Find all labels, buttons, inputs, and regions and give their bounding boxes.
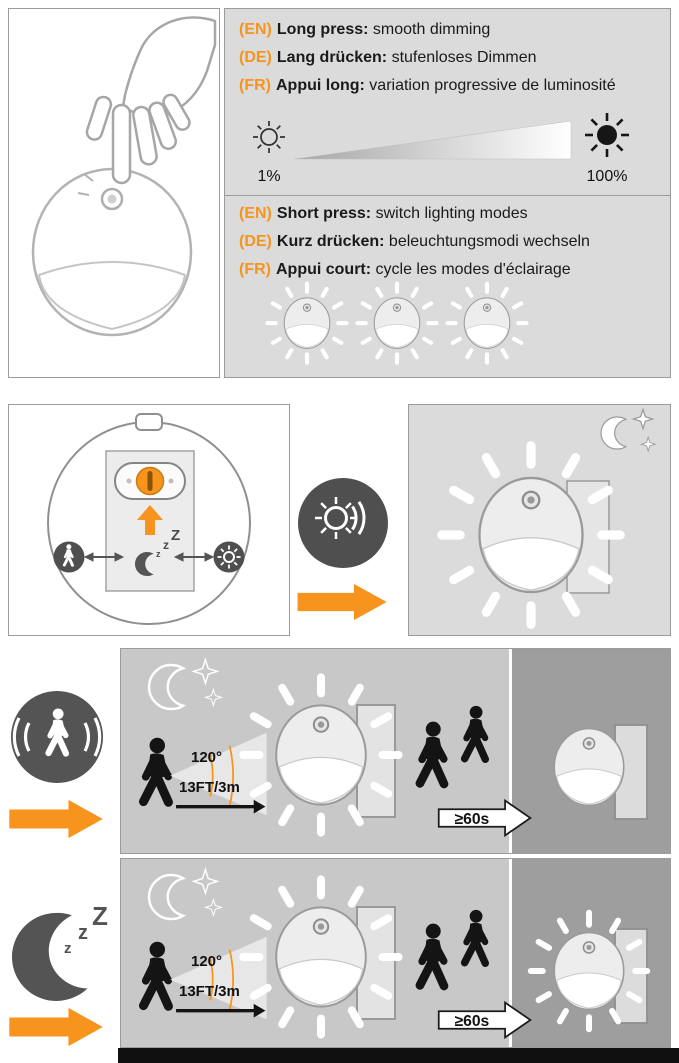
dimming-scale: 1% 100% [253,113,629,185]
short-press-line-de: (DE)Kurz drücken: beleuchtungsmodi wechs… [239,233,590,250]
motion-mode-mini-icon [53,541,85,573]
lighting-mode-2-icon [355,281,439,365]
sleep-zzz-icon: z z Z [6,903,108,1005]
up-arrow-icon [137,505,163,535]
orange-arrow-icon [297,583,387,621]
duration-arrow: ≥60s [437,798,532,838]
star-icon [640,436,656,452]
hand-press-icon [31,16,217,337]
short-press-line-fr: (FR)Appui court: cycle les modes d'éclai… [239,261,571,278]
motion-sensor-icon [11,691,103,783]
light-sensor-mini-icon [213,541,245,573]
lighting-mode-1-icon [265,281,349,365]
moon-icon [600,416,627,450]
night-light-icon [478,476,584,594]
svg-text:z: z [64,940,72,957]
star-icon [632,408,654,430]
walking-person-icon [459,705,491,765]
lang-tag: (DE) [239,233,272,250]
svg-text:Z: Z [92,903,108,931]
duration-label: ≥60s [455,1013,490,1030]
long-press-line-en: (EN)Long press: smooth dimming [239,21,491,38]
dim-sun-icon [253,121,285,153]
night-light-icon [553,931,625,1011]
mode-dial-panel: z z Z [8,404,290,636]
moon-stars-icon [147,868,222,921]
lamp-on-scene [239,875,403,1039]
duration-label: ≥60s [455,811,490,828]
svg-text:z: z [78,922,88,944]
night-glow-panel [408,404,671,636]
sleep-mode-scene: 120° 13FT/3m ≥60s [120,858,671,1048]
night-light-icon [553,727,625,807]
mode-dial-diagram: z z Z [47,413,251,625]
short-press-line-en: (EN)Short press: switch lighting modes [239,205,528,222]
orange-arrow-icon [9,799,103,839]
detection-range-label: 13FT/3m [179,779,240,796]
bright-sun-icon [585,113,629,157]
svg-text:Z: Z [171,527,180,544]
switch-arrow-icon [173,552,215,562]
svg-text:z: z [156,549,161,559]
mode-slider [114,462,186,500]
lang-tag: (FR) [239,77,271,94]
night-light-icon [275,704,367,806]
night-glow-scene [437,408,656,629]
light-sensor-icon [298,478,388,568]
hand-press-panel [8,8,220,378]
detection-angle-label: 120° [191,953,223,970]
detection-range-label: 13FT/3m [179,983,240,1000]
detection-angle-label: 120° [191,749,223,766]
moon-stars-icon [147,658,222,711]
hanging-hook-icon [135,413,163,431]
motion-mode-scene: 120° 13FT/3m ≥60s [120,648,671,854]
lang-tag: (DE) [239,49,272,66]
min-brightness-label: 1% [257,168,280,185]
orange-arrow-icon [9,1007,103,1047]
page-edge-bar [118,1048,679,1063]
long-press-line-fr: (FR)Appui long: variation progressive de… [239,77,616,94]
switch-arrow-icon [83,552,125,562]
duration-arrow: ≥60s [437,1000,532,1040]
night-light-icon [275,906,367,1008]
lamp-on-scene [239,673,403,837]
lamp-dim-on-scene [527,909,651,1033]
long-press-line-de: (DE)Lang drücken: stufenloses Dimmen [239,49,537,66]
dimming-gradient-wedge [294,120,572,160]
instructions-panel: (EN)Long press: smooth dimming (DE)Lang … [224,8,671,378]
lamp-off-scene [553,724,648,820]
lighting-mode-3-icon [445,281,529,365]
lang-tag: (EN) [239,21,272,38]
hand-icon [85,16,217,185]
sleep-mode-mini-icon: z z Z [135,527,180,576]
lang-tag: (EN) [239,205,272,222]
svg-text:z: z [163,538,169,552]
walking-person-icon [459,909,491,969]
section-divider [225,195,670,196]
max-brightness-label: 100% [587,168,628,185]
lang-tag: (FR) [239,261,271,278]
